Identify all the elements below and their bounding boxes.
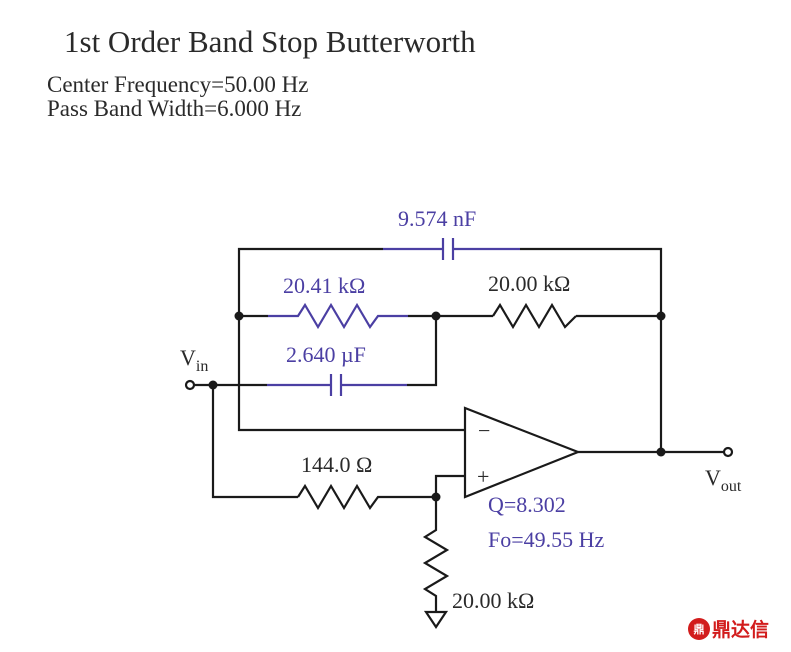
logo-icon: 鼎 [688,617,710,640]
resistor-feedback-left [268,302,408,330]
capacitor-input [267,374,407,396]
resistor-ground [422,497,450,612]
label-r-ground: 20.00 kΩ [452,588,534,613]
logo-text: 鼎达信 [712,619,770,641]
opamp-triangle [463,406,582,499]
label-r-input: 144.0 Ω [301,452,372,477]
result-fo: Fo=49.55 Hz [488,527,605,552]
watermark-logo: 鼎 鼎达信 [688,615,769,642]
opamp-plus: + [477,464,489,489]
diagram-title: 1st Order Band Stop Butterworth [64,24,476,59]
vin-terminal[interactable] [184,379,196,391]
wire-top [237,247,663,452]
node-left-top [234,311,244,321]
label-c-input: 2.640 µF [286,342,366,367]
ground-symbol [423,610,449,629]
node-output [656,447,666,457]
wire-inverting [237,316,465,432]
opamp-minus: − [478,418,490,443]
center-frequency-spec: Center Frequency=50.00 Hz [47,72,309,97]
vin-label: Vin [180,345,208,375]
node-right-top [656,311,666,321]
pass-band-width-spec: Pass Band Width=6.000 Hz [47,96,302,121]
node-mid [431,311,441,321]
resistor-feedback-right [492,302,577,330]
label-r-feedback-right: 20.00 kΩ [488,271,570,296]
capacitor-top-plates [441,238,455,260]
node-vin [208,380,218,390]
vout-terminal[interactable] [722,446,734,458]
result-q: Q=8.302 [488,492,566,517]
wire-noninverting [434,474,465,497]
resistor-input [297,483,436,511]
wire-node-mid-down [407,316,438,387]
label-r-feedback-left: 20.41 kΩ [283,273,365,298]
wire-vin-down [211,385,298,499]
node-noninv [431,492,441,502]
label-c-top: 9.574 nF [398,206,476,231]
vout-label: Vout [705,465,742,495]
